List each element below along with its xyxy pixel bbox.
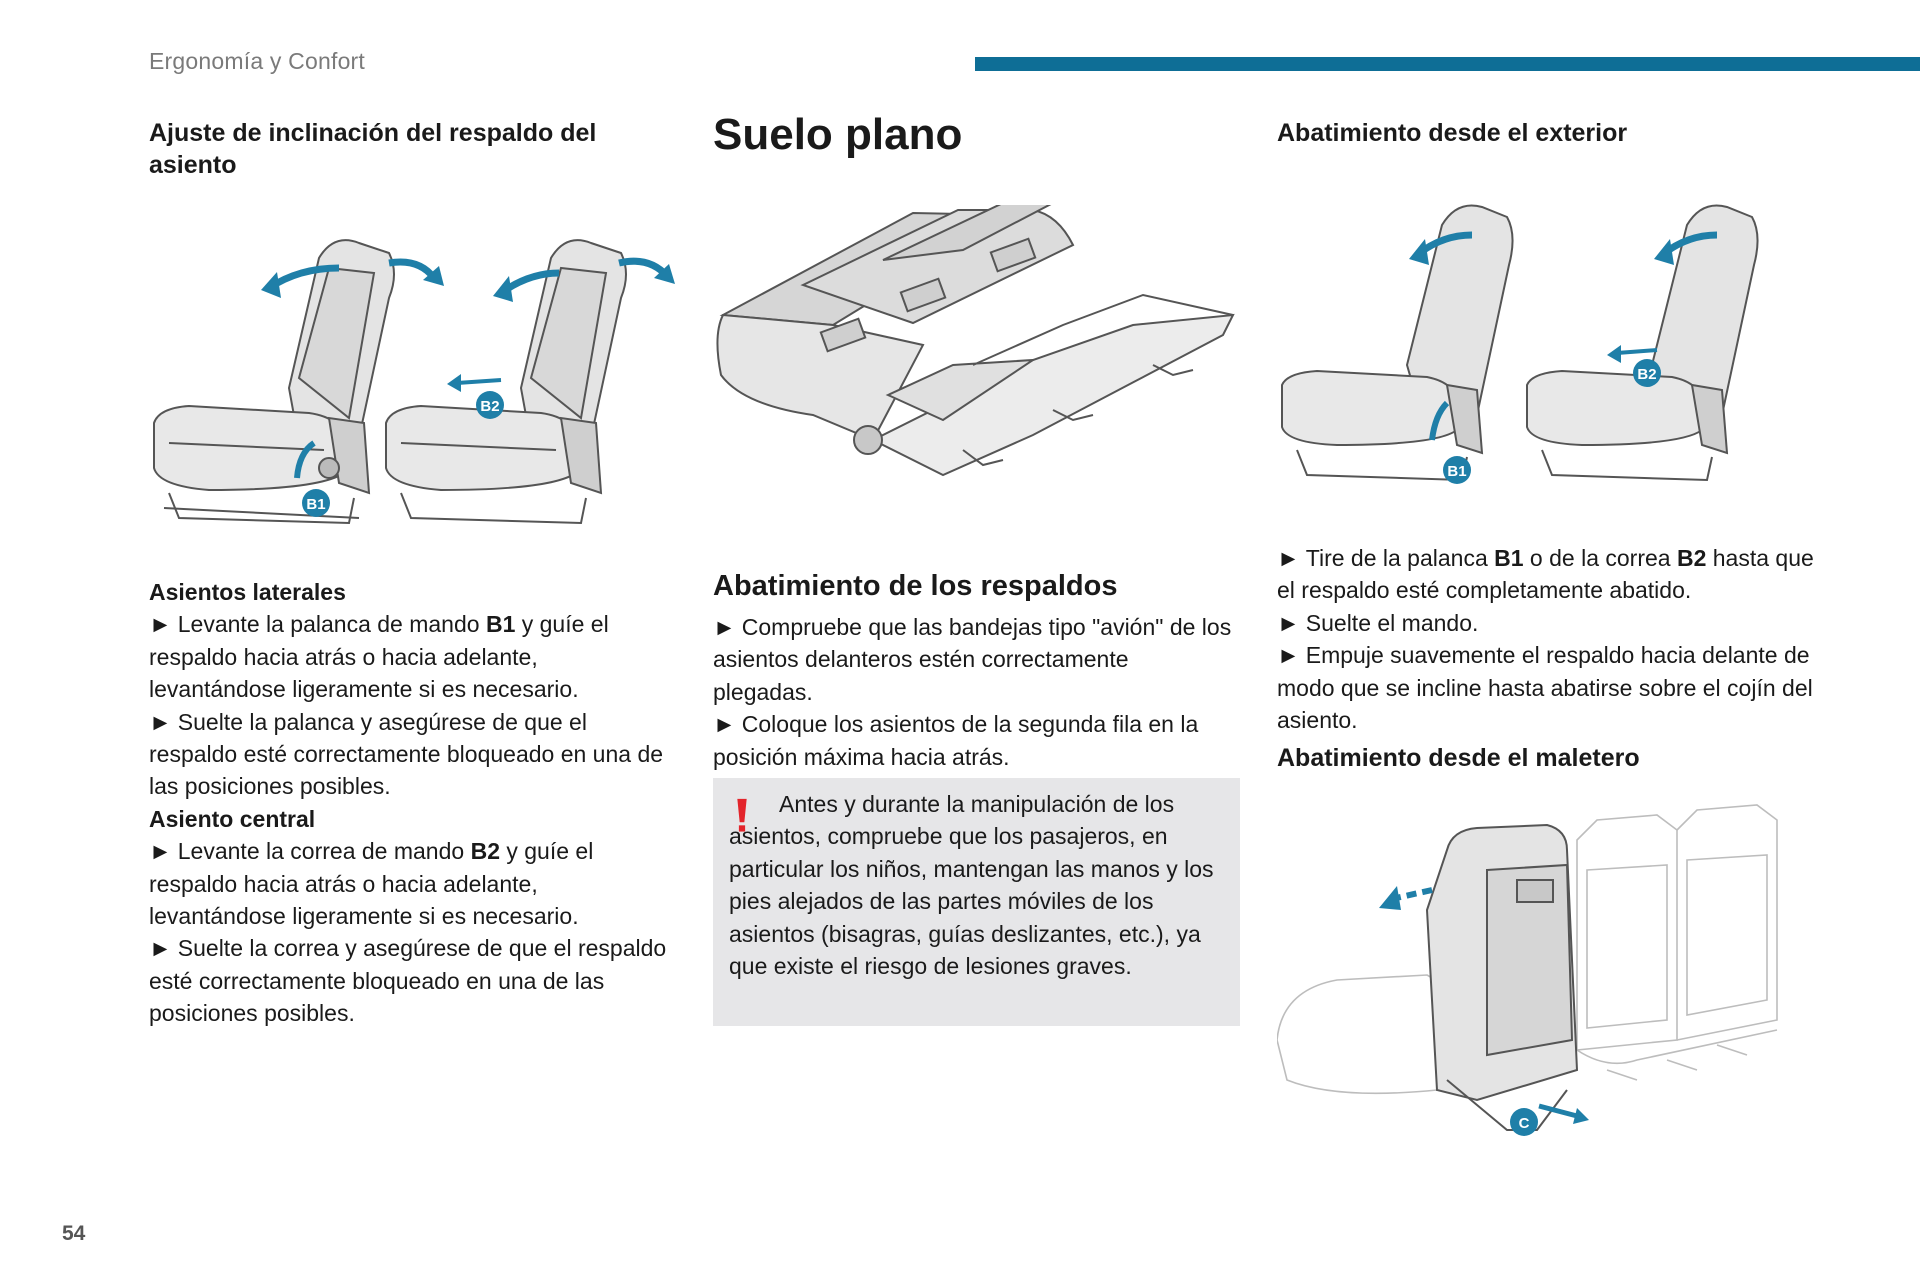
central-step1-text: Levante la correa de mando — [177, 838, 471, 865]
central-step1-text-end: y guíe el respaldo hacia atrás o hacia a… — [149, 838, 594, 930]
exterior-step1-end: hasta que el respaldo esté completamente… — [1277, 545, 1814, 604]
bullet-icon: ► — [713, 711, 736, 738]
backrest-fold-subtitle: Abatimiento de los respaldos — [713, 570, 1118, 602]
recline-illustration: B1 B2 — [153, 239, 675, 525]
backrest-step1: Compruebe que las bandejas tipo "avión" … — [713, 614, 1232, 705]
exterior-step1-key2: B2 — [1676, 545, 1707, 571]
lateral-heading: Asientos laterales — [149, 579, 346, 605]
backrest-fold-steps: ►Compruebe que las bandejas tipo "avión"… — [713, 611, 1233, 773]
exterior-step2: Suelte el mando. — [1305, 609, 1479, 636]
bullet-icon: ► — [149, 935, 172, 962]
warning-text: Antes y durante la manipulación de los a… — [729, 791, 1214, 980]
section-label: Ergonomía y Confort — [149, 48, 366, 74]
lateral-step1-text-end: y guíe el respaldo hacia atrás o hacia a… — [149, 611, 609, 703]
fold-exterior-illustration: B1 B2 — [1281, 204, 1759, 484]
fold-exterior-title: Abatimiento desde el exterior — [1277, 119, 1628, 147]
central-step1-key: B2 — [470, 838, 500, 865]
warning-box: Antes y durante la manipulación de los a… — [713, 778, 1240, 1026]
bullet-icon: ► — [1277, 609, 1300, 636]
fold-boot-illustration: C — [1277, 804, 1778, 1136]
central-step2-text: Suelte la correa y asegúrese de que el r… — [149, 935, 667, 1027]
c-marker — [1510, 1108, 1538, 1136]
recline-instructions: Asientos laterales ►Levante la palanca d… — [149, 576, 669, 1030]
flat-floor-title: Suelo plano — [713, 110, 963, 159]
warning-exclamation-icon — [737, 798, 747, 832]
bullet-icon: ► — [713, 614, 736, 640]
b2-marker — [1633, 359, 1661, 387]
recline-title: Ajuste de inclinación del respaldo del a… — [149, 119, 597, 179]
header-accent-bar — [975, 57, 1920, 71]
bullet-icon: ► — [1277, 545, 1300, 571]
b1-label: B1 — [306, 496, 325, 513]
b2-marker — [476, 391, 504, 419]
b2-label: B2 — [1637, 366, 1656, 383]
bullet-icon: ► — [149, 838, 172, 865]
b1-marker — [302, 489, 330, 517]
lateral-step1-text: Levante la palanca de mando — [177, 611, 486, 638]
c-label: C — [1519, 1115, 1530, 1132]
bullet-icon: ► — [149, 611, 172, 638]
exterior-step3: Empuje suavemente el respaldo hacia dela… — [1277, 642, 1813, 734]
flat-floor-illustration — [716, 205, 1235, 477]
b1-marker — [1443, 456, 1471, 484]
backrest-step2: Coloque los asientos de la segunda fila … — [713, 711, 1199, 770]
bullet-icon: ► — [1277, 642, 1300, 669]
fold-boot-title: Abatimiento desde el maletero — [1277, 744, 1640, 772]
page-number: 54 — [62, 1222, 86, 1245]
exterior-step1-text: Tire de la palanca — [1305, 545, 1495, 571]
lateral-step2-text: Suelte la palanca y asegúrese de que el … — [149, 708, 664, 800]
lateral-step1-key: B1 — [485, 611, 516, 638]
bullet-icon: ► — [149, 708, 172, 735]
central-heading: Asiento central — [149, 805, 316, 832]
exterior-step1-key1: B1 — [1494, 545, 1524, 571]
b1-label: B1 — [1447, 463, 1466, 480]
b2-label: B2 — [480, 398, 499, 415]
exterior-step1-mid: o de la correa — [1523, 545, 1677, 571]
fold-exterior-steps: ►Tire de la palanca B1 o de la correa B2… — [1277, 542, 1817, 736]
